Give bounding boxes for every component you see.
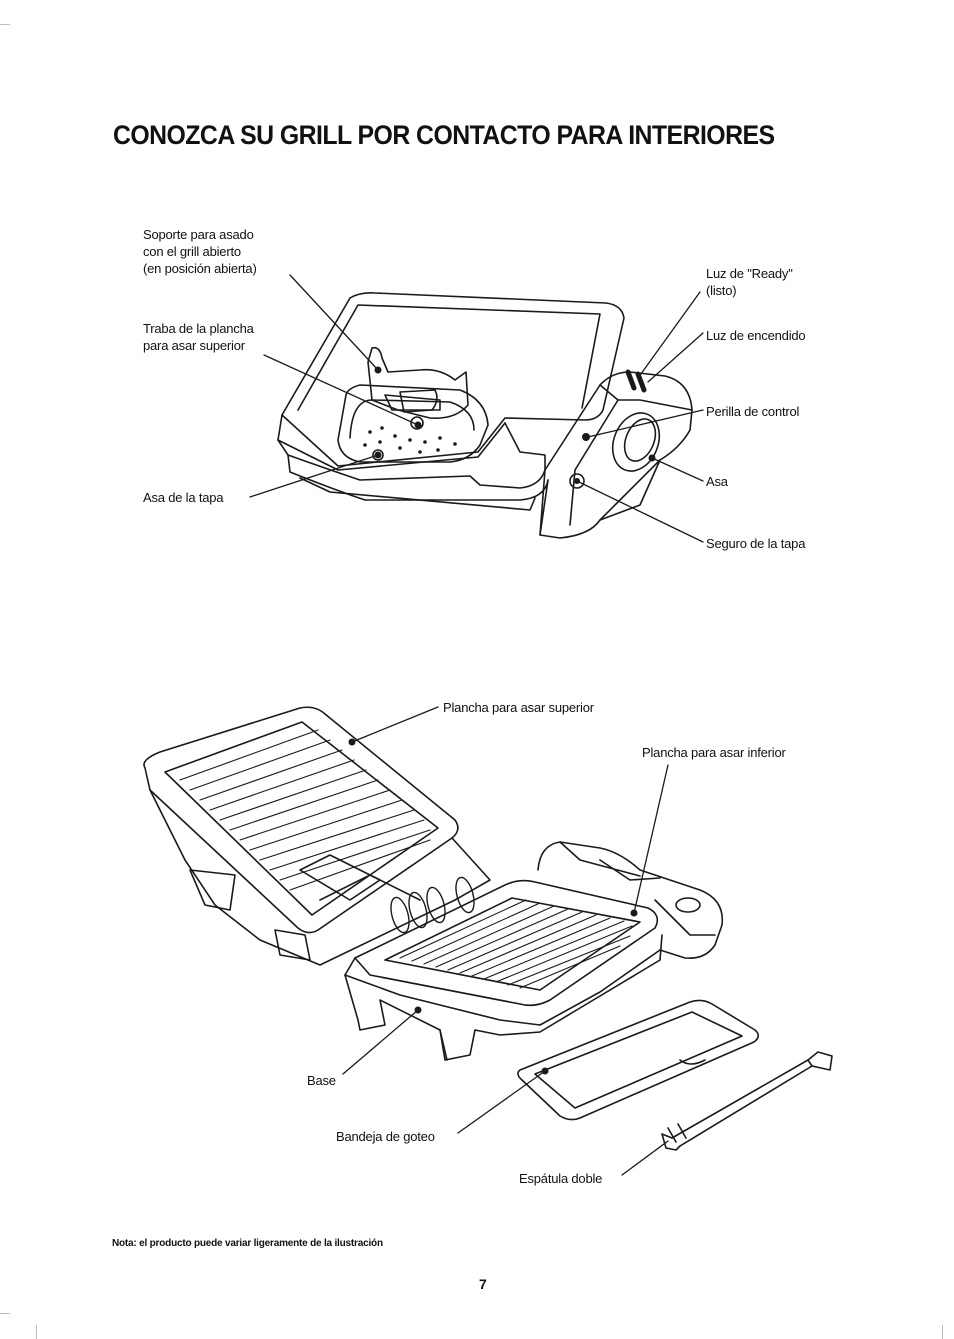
label-base: Base (307, 1073, 336, 1088)
label-bandeja: Bandeja de goteo (336, 1129, 435, 1144)
crop-mark-bottom-left-vertical (36, 1325, 37, 1339)
page-number: 7 (479, 1276, 487, 1292)
label-espatula: Espátula doble (519, 1171, 603, 1186)
footnote: Nota: el producto puede variar ligeramen… (112, 1238, 383, 1249)
label-plancha-superior: Plancha para asar superior (443, 700, 594, 715)
crop-mark-bottom-right-vertical (942, 1325, 943, 1339)
label-luz-ready: Luz de "Ready" (listo) (706, 266, 793, 298)
page-title: CONOZCA SU GRILL POR CONTACTO PARA INTER… (113, 120, 775, 150)
label-seguro: Seguro de la tapa (706, 536, 806, 551)
label-traba: Traba de la plancha para asar superior (143, 321, 254, 353)
label-plancha-inferior: Plancha para asar inferior (642, 745, 786, 760)
label-perilla: Perilla de control (706, 404, 800, 419)
crop-mark-bottom-left (0, 1313, 10, 1314)
crop-mark-top-left (0, 24, 10, 25)
label-soporte: Soporte para asado con el grill abierto … (143, 227, 257, 276)
label-luz-encendido: Luz de encendido (706, 328, 806, 343)
label-asa: Asa (706, 474, 728, 489)
label-asa-tapa: Asa de la tapa (143, 490, 224, 505)
